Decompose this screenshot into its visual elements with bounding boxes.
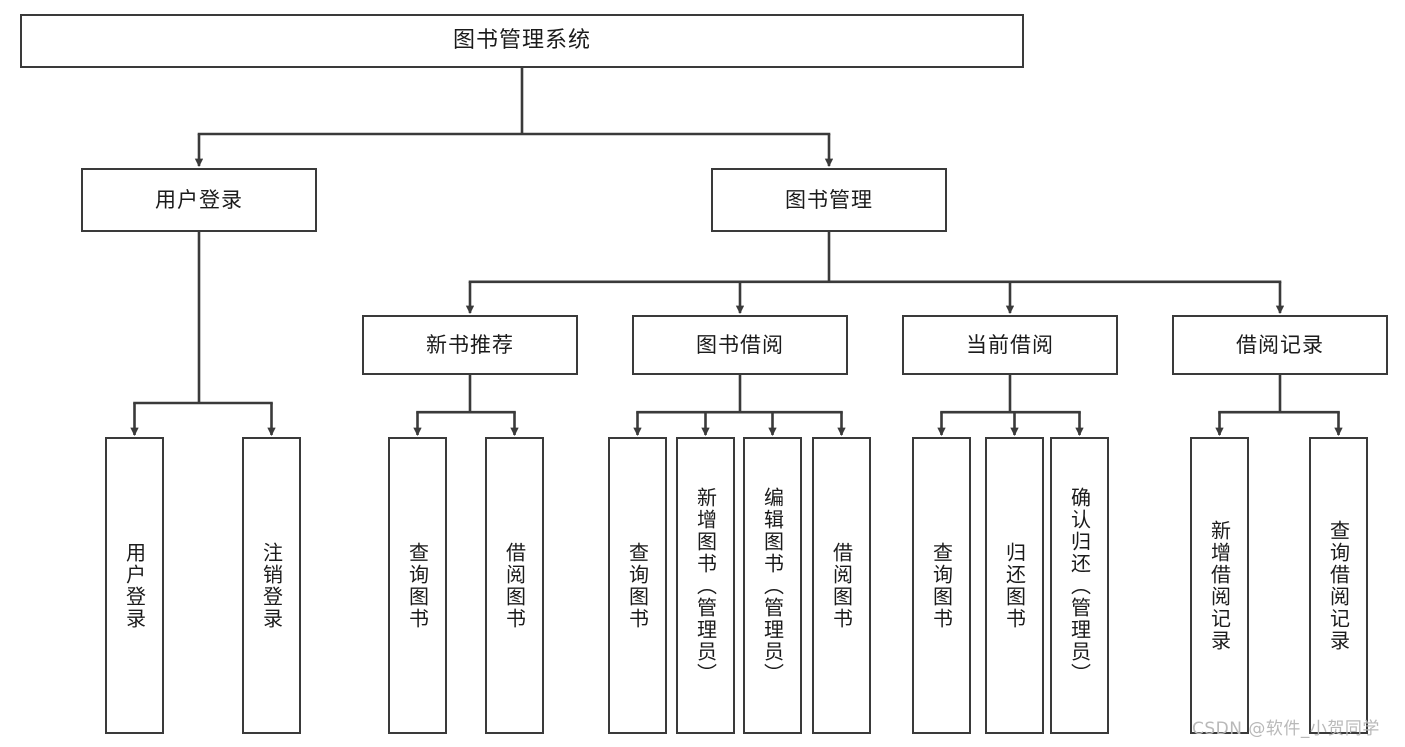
node-leaf-borrow-edit-book[interactable]: 编辑图书（管理员） bbox=[743, 437, 802, 734]
node-label: 图书借阅 bbox=[696, 332, 784, 357]
node-label: 用户登录 bbox=[155, 187, 243, 212]
node-leaf-logout[interactable]: 注销登录 bbox=[242, 437, 301, 734]
node-label: 用户登录 bbox=[122, 541, 147, 630]
node-label: 查询借阅记录 bbox=[1326, 519, 1351, 652]
node-leaf-recommend-query-book[interactable]: 查询图书 bbox=[388, 437, 447, 734]
node-leaf-record-query[interactable]: 查询借阅记录 bbox=[1309, 437, 1368, 734]
node-label: 新增图书（管理员） bbox=[693, 486, 718, 685]
node-leaf-borrow-add-book[interactable]: 新增图书（管理员） bbox=[676, 437, 735, 734]
node-user-login[interactable]: 用户登录 bbox=[81, 168, 317, 232]
node-label: 新增借阅记录 bbox=[1207, 519, 1232, 652]
node-label: 借阅记录 bbox=[1236, 332, 1324, 357]
node-leaf-current-query-book[interactable]: 查询图书 bbox=[912, 437, 971, 734]
node-label: 图书管理系统 bbox=[452, 28, 591, 54]
node-leaf-current-return-book[interactable]: 归还图书 bbox=[985, 437, 1044, 734]
node-label: 当前借阅 bbox=[966, 332, 1054, 357]
watermark: CSDN @软件_小贺同学 bbox=[1192, 719, 1380, 739]
node-label: 注销登录 bbox=[259, 541, 284, 630]
node-leaf-record-add[interactable]: 新增借阅记录 bbox=[1190, 437, 1249, 734]
node-label: 确认归还（管理员） bbox=[1067, 486, 1092, 685]
node-leaf-current-confirm-return[interactable]: 确认归还（管理员） bbox=[1050, 437, 1109, 734]
node-label: 查询图书 bbox=[929, 541, 954, 630]
node-leaf-recommend-borrow-book[interactable]: 借阅图书 bbox=[485, 437, 544, 734]
node-label: 归还图书 bbox=[1002, 541, 1027, 630]
node-label: 新书推荐 bbox=[426, 332, 514, 357]
node-book-borrow[interactable]: 图书借阅 bbox=[632, 315, 848, 375]
node-label: 查询图书 bbox=[625, 541, 650, 630]
node-label: 编辑图书（管理员） bbox=[760, 486, 785, 685]
node-book-manage[interactable]: 图书管理 bbox=[711, 168, 947, 232]
node-label: 查询图书 bbox=[405, 541, 430, 630]
node-label: 借阅图书 bbox=[829, 541, 854, 630]
node-leaf-borrow-borrow-book[interactable]: 借阅图书 bbox=[812, 437, 871, 734]
node-root[interactable]: 图书管理系统 bbox=[20, 14, 1024, 68]
node-current-borrow[interactable]: 当前借阅 bbox=[902, 315, 1118, 375]
node-label: 借阅图书 bbox=[502, 541, 527, 630]
node-leaf-borrow-query-book[interactable]: 查询图书 bbox=[608, 437, 667, 734]
node-borrow-record[interactable]: 借阅记录 bbox=[1172, 315, 1388, 375]
node-new-book-recommend[interactable]: 新书推荐 bbox=[362, 315, 578, 375]
node-leaf-user-login[interactable]: 用户登录 bbox=[105, 437, 164, 734]
node-label: 图书管理 bbox=[785, 187, 873, 212]
